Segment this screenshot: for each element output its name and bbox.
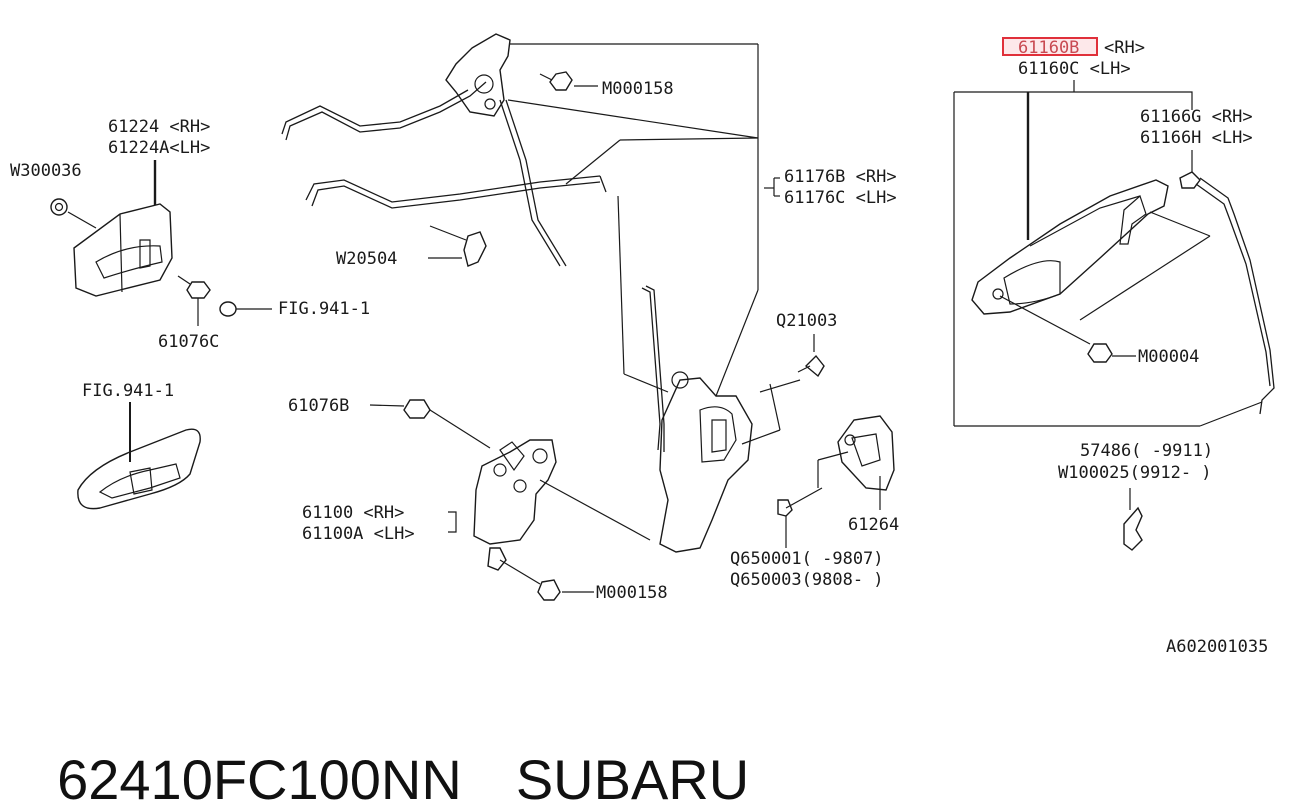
- label-61160b[interactable]: 61160B: [1018, 38, 1079, 58]
- label-m000158-bottom: M000158: [596, 583, 668, 603]
- label-w300036: W300036: [10, 161, 82, 181]
- inside-handle-bezel: [77, 402, 201, 510]
- highlight-box: [1002, 37, 1098, 56]
- brand-name: SUBARU: [515, 748, 750, 811]
- label-61166h: 61166H <LH>: [1140, 128, 1253, 148]
- label-m000158-top: M000158: [602, 79, 674, 99]
- label-w100025: W100025(9912- ): [1058, 463, 1212, 483]
- label-diagram-code: A602001035: [1166, 637, 1268, 657]
- bracket-61176: [764, 177, 780, 197]
- label-61076b: 61076B: [288, 396, 349, 416]
- label-fig941-bottom: FIG.941-1: [82, 381, 174, 401]
- part-number: 62410FC100NN: [57, 748, 462, 811]
- label-fig941-top: FIG.941-1: [278, 299, 370, 319]
- door-latch: [617, 138, 825, 553]
- label-61166g: 61166G <RH>: [1140, 107, 1253, 127]
- label-61224a: 61224A<LH>: [108, 138, 210, 158]
- label-w20504: W20504: [336, 249, 397, 269]
- label-61264: 61264: [848, 515, 899, 535]
- label-61160c: 61160C <LH>: [1018, 59, 1131, 79]
- label-61100a: 61100A <LH>: [302, 524, 415, 544]
- label-m00004: M00004: [1138, 347, 1199, 367]
- label-q650001: Q650001( -9807): [730, 549, 884, 569]
- label-61176c: 61176C <LH>: [784, 188, 897, 208]
- footer-title: 62410FC100NN SUBARU: [26, 684, 749, 811]
- latch-rod-assembly: [281, 33, 759, 267]
- outer-handle-assembly: [953, 80, 1275, 551]
- door-striker: [777, 415, 895, 548]
- parts-diagram: 61224 <RH> 61224A<LH> W300036 61076C FIG…: [10, 33, 1275, 657]
- label-61176b: 61176B <RH>: [784, 167, 897, 187]
- label-q21003: Q21003: [776, 311, 837, 331]
- label-61224: 61224 <RH>: [108, 117, 210, 137]
- label-61160b-side: <RH>: [1104, 38, 1145, 58]
- inside-handle-assembly: [50, 160, 272, 326]
- label-57486: 57486( -9911): [1080, 441, 1213, 461]
- label-q650003: Q650003(9808- ): [730, 570, 884, 590]
- door-lock-actuator: [369, 399, 651, 601]
- label-61076c: 61076C: [158, 332, 219, 352]
- label-61100: 61100 <RH>: [302, 503, 404, 523]
